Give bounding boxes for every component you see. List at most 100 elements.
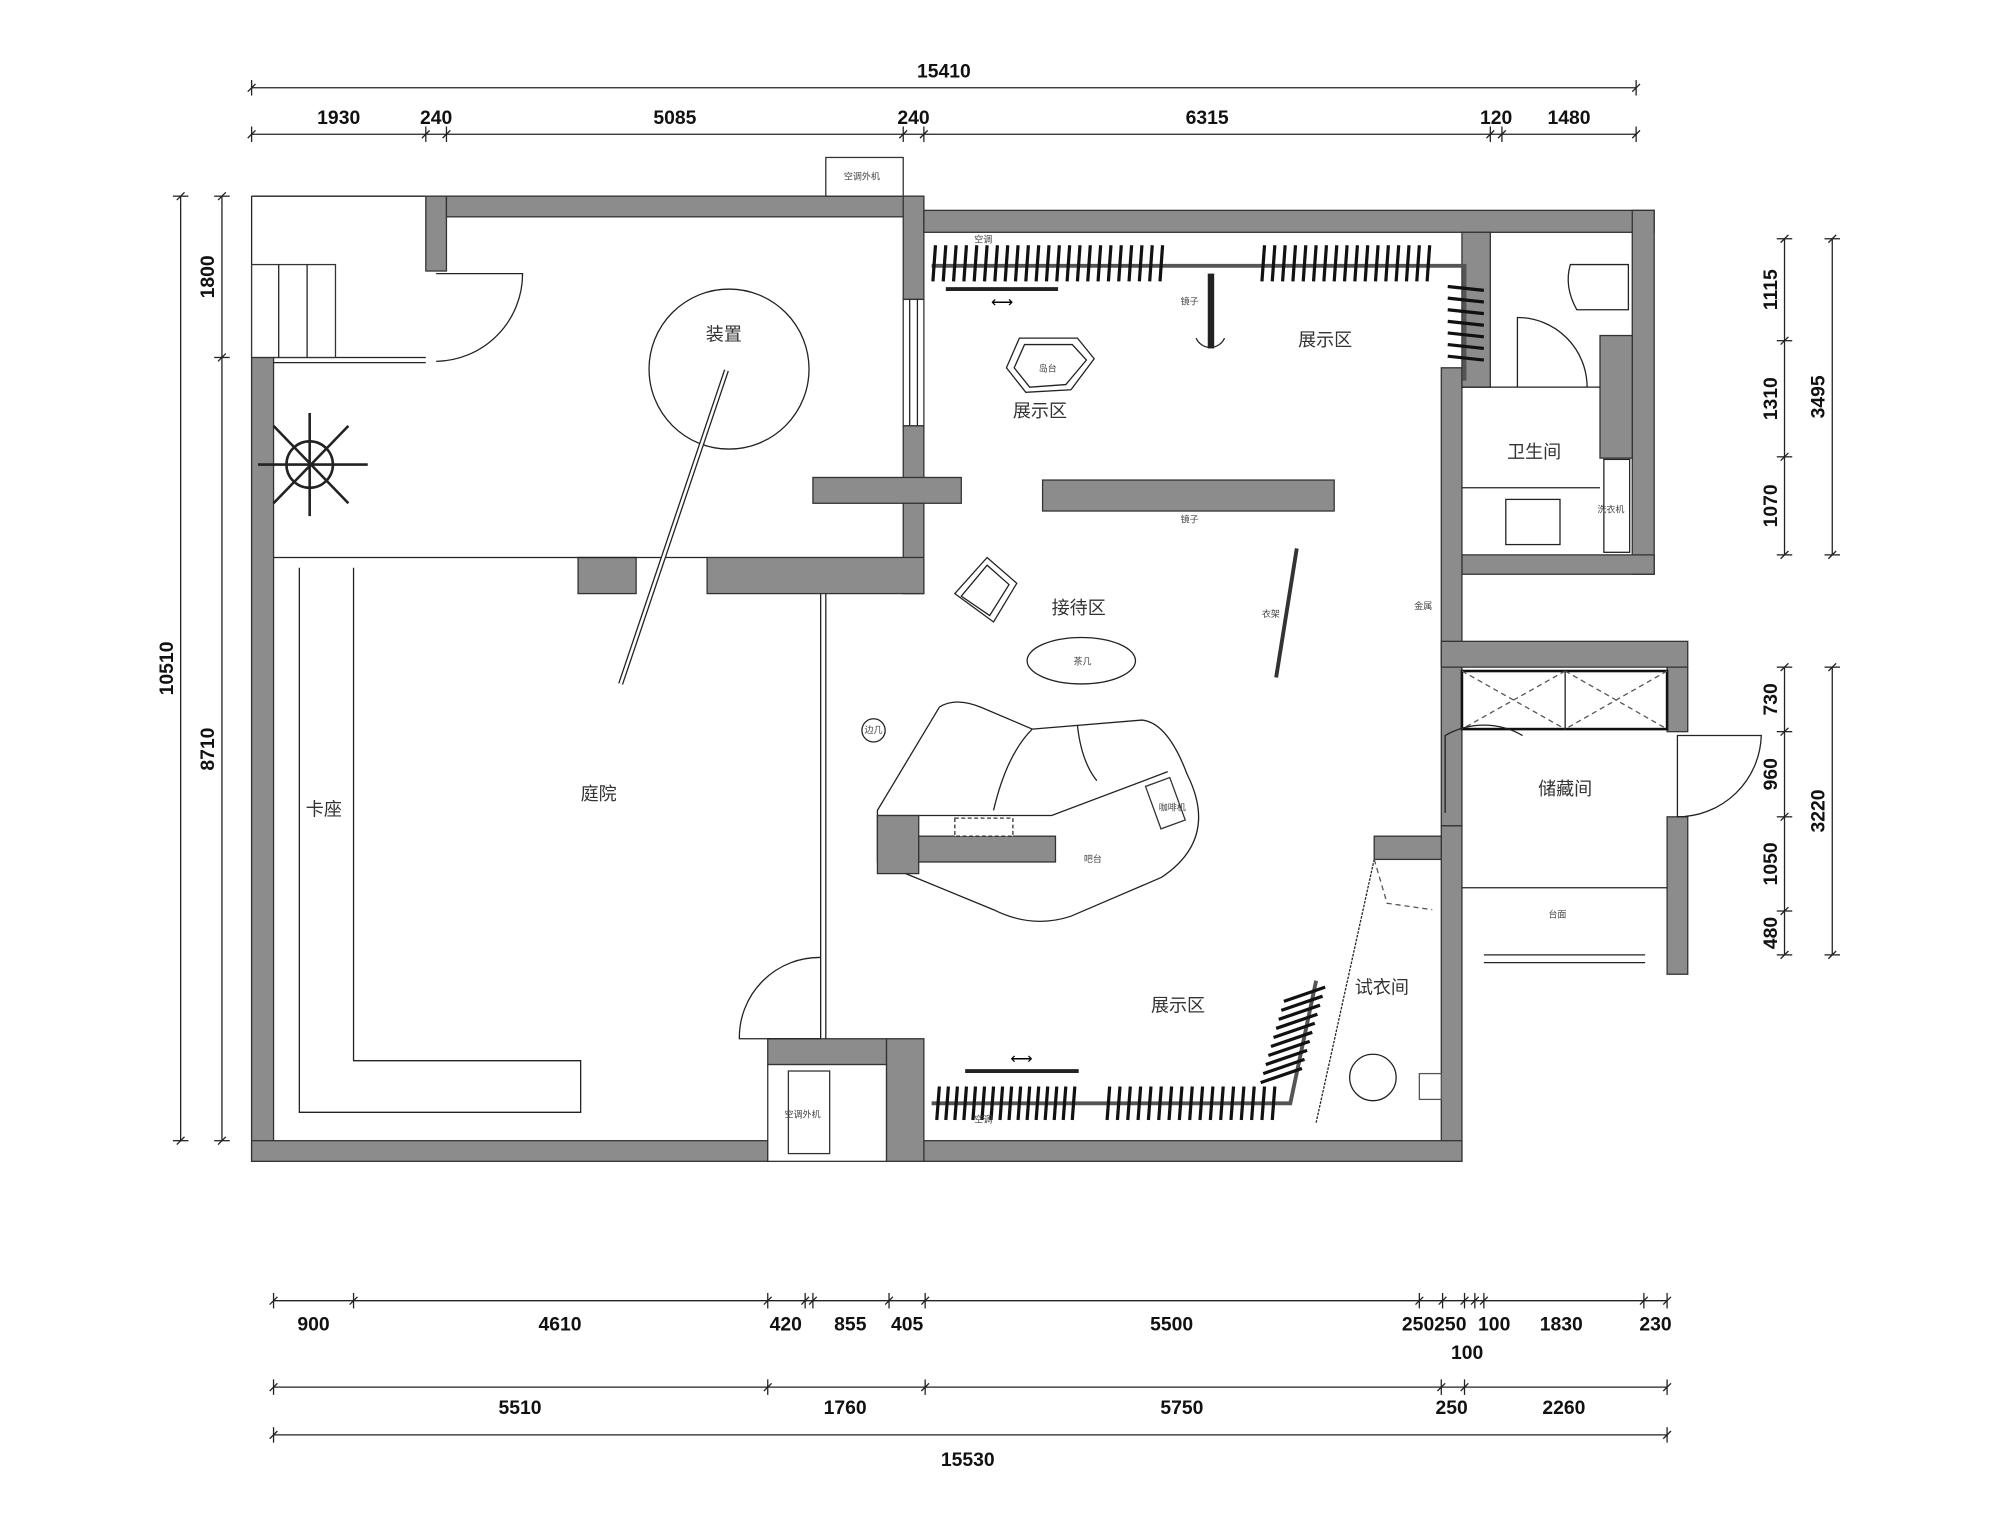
dimension-tick: [920, 1296, 930, 1306]
hanger: [1260, 245, 1267, 282]
hanger: [1280, 245, 1287, 282]
dim-right-lower-label: 1050: [1760, 842, 1782, 885]
room-labels: 装置 庭院 卡座 展示区 展示区 展示区 接待区 卫生间 储藏间 试衣间 空调外…: [306, 170, 1625, 1125]
dim-bottom1-extra-label: 100: [1451, 1342, 1483, 1364]
hanger: [1044, 245, 1051, 282]
hanger: [1127, 245, 1134, 282]
label-reception: 接待区: [1052, 598, 1106, 619]
dimension-tick: [920, 1382, 930, 1392]
hanger: [1278, 1003, 1321, 1021]
hanger: [953, 1086, 960, 1121]
hanger: [935, 1086, 941, 1121]
rail-top: [931, 263, 1467, 381]
dimension-tick: [269, 1430, 278, 1440]
dimension-tick: [269, 1296, 278, 1306]
hanger: [1447, 319, 1485, 327]
plant-icon: [258, 412, 368, 517]
hanger: [1384, 245, 1390, 282]
label-side-table: 边几: [865, 725, 883, 736]
hanger: [1447, 342, 1485, 351]
label-bar: 吧台: [1084, 853, 1102, 865]
label-display-1: 展示区: [1013, 401, 1067, 422]
label-mirror-1: 镜子: [1181, 296, 1199, 308]
label-mirror-2: 镜子: [1181, 514, 1199, 526]
hanger: [1106, 245, 1113, 282]
hanger: [1061, 1086, 1068, 1121]
hanger: [1283, 985, 1326, 1003]
hanger: [1322, 245, 1329, 282]
dimension-tick: [1631, 129, 1641, 139]
hanger: [1265, 1048, 1308, 1067]
dimension-tick: [1415, 1296, 1424, 1306]
dim-bottom1-label: 230: [1639, 1313, 1671, 1335]
label-installation: 装置: [706, 325, 742, 346]
dimension-tick: [1662, 1430, 1672, 1440]
label-ac-small-bottom: 空调: [974, 1114, 992, 1126]
label-washer: 洗衣机: [1597, 503, 1624, 515]
dimension-tick: [1460, 1296, 1469, 1306]
dim-left-total-label: 10510: [156, 642, 178, 696]
hanger: [1342, 245, 1349, 282]
hanger: [993, 245, 1000, 282]
hanger: [1394, 245, 1401, 282]
dim-bottom2-label: 250: [1435, 1397, 1467, 1419]
dim-bottom2-label: 5510: [498, 1397, 541, 1419]
dim-left-label: 1800: [197, 255, 219, 298]
dimension-tick: [349, 1296, 358, 1306]
hanger: [1404, 245, 1411, 282]
label-ac-bottom: 空调外机: [785, 1108, 821, 1120]
dimension-tick: [1436, 1382, 1446, 1392]
hanger: [1262, 1057, 1306, 1076]
dimension-tick: [1780, 336, 1789, 346]
dim-left-label: 8710: [197, 728, 219, 771]
dim-bottom1-label: 4610: [538, 1313, 581, 1335]
dim-bottom1-label: 5500: [1150, 1313, 1193, 1335]
dimension-tick: [884, 1296, 894, 1306]
label-ac-top: 空调外机: [844, 170, 880, 182]
hanger: [1270, 1086, 1277, 1121]
label-rack: 衣架: [1262, 608, 1280, 620]
hanger: [941, 245, 948, 282]
label-island: 岛台: [1039, 363, 1057, 375]
dim-bottom2-label: 2260: [1542, 1397, 1585, 1419]
hanger: [1415, 245, 1421, 282]
hanger: [1447, 331, 1485, 339]
dim-top-total-label: 15410: [917, 60, 971, 82]
hanger: [1105, 1086, 1112, 1121]
dimension-tick: [1827, 550, 1837, 560]
hanger: [1013, 245, 1020, 282]
sliding-arrow-icon: ⟷: [991, 294, 1013, 311]
dim-right-upper-label: 1070: [1760, 484, 1782, 527]
label-ac-small-top: 空调: [974, 234, 992, 246]
dimension-tick: [1470, 1296, 1480, 1306]
hanger: [1250, 1086, 1256, 1121]
hanger: [1301, 245, 1308, 282]
label-storage: 储藏间: [1538, 779, 1592, 800]
hanger: [989, 1086, 996, 1121]
hanger: [1115, 1086, 1122, 1121]
dim-top-label: 120: [1480, 107, 1512, 129]
hanger: [1003, 245, 1010, 282]
hanger: [962, 1086, 969, 1121]
dimension-tick: [919, 129, 929, 139]
hanger: [1043, 1086, 1050, 1121]
dimension-tick: [1485, 129, 1495, 139]
hanger: [1146, 1086, 1153, 1121]
dim-right-upper-label: 1310: [1760, 377, 1782, 420]
hanger: [951, 245, 958, 282]
dim-right-upper-total-label: 3495: [1808, 375, 1830, 418]
dimension-tick: [217, 1136, 227, 1146]
hanger: [1096, 245, 1103, 282]
dim-top-label: 5085: [653, 107, 696, 129]
dim-top-label: 1480: [1548, 107, 1591, 129]
hanger: [1188, 1086, 1194, 1121]
hanger: [1052, 1086, 1059, 1121]
label-fitting-room: 试衣间: [1355, 978, 1409, 999]
dimension-tick: [1460, 1382, 1469, 1392]
hanger: [931, 245, 938, 282]
hanger: [1167, 1086, 1174, 1121]
dimension-tick: [1827, 662, 1837, 672]
hanger: [1373, 245, 1380, 282]
